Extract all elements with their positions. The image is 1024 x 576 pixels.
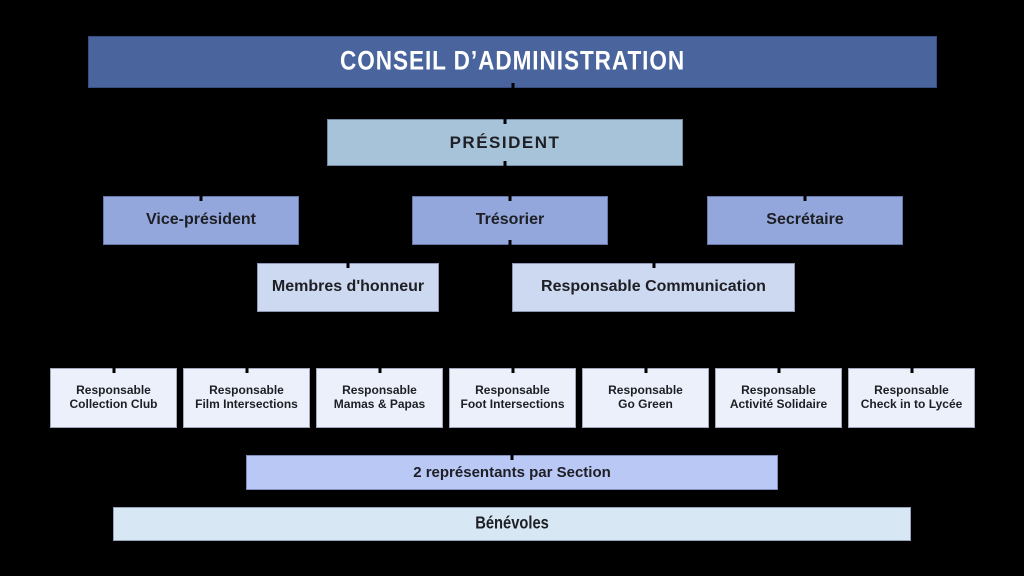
manager-role-label: Responsable [608, 383, 683, 398]
manager-go-green-box: Responsable Go Green [582, 368, 709, 428]
treasurer-label: Trésorier [475, 211, 545, 229]
manager-mamas-papas-box: Responsable Mamas & Papas [316, 368, 443, 428]
honorary-members-label: Membres d'honneur [271, 278, 425, 296]
president-box: PRÉSIDENT [327, 119, 683, 166]
volunteers-label: Bénévoles [475, 514, 549, 533]
manager-activity-label: Activité Solidaire [729, 397, 828, 411]
manager-activite-solidaire-box: Responsable Activité Solidaire [715, 368, 842, 428]
manager-activity-label: Film Intersections [195, 397, 298, 411]
manager-activity-label: Foot Intersections [460, 397, 565, 411]
manager-check-in-to-lycee-box: Responsable Check in to Lycée [848, 368, 975, 428]
communication-manager-label: Responsable Communication [541, 278, 766, 296]
treasurer-box: Trésorier [412, 196, 608, 245]
manager-activity-label: Collection Club [69, 397, 158, 411]
volunteers-box: Bénévoles [113, 507, 911, 541]
manager-role-label: Responsable [874, 383, 949, 398]
manager-foot-intersections-box: Responsable Foot Intersections [449, 368, 576, 428]
secretary-box: Secrétaire [707, 196, 903, 245]
communication-manager-box: Responsable Communication [512, 263, 795, 312]
manager-role-label: Responsable [475, 383, 550, 398]
board-title-banner: CONSEIL D’ADMINISTRATION [88, 36, 937, 88]
section-representatives-label: 2 représentants par Section [413, 463, 611, 481]
manager-activity-label: Go Green [618, 397, 673, 411]
manager-role-label: Responsable [342, 383, 417, 398]
manager-role-label: Responsable [76, 383, 151, 398]
board-title-label: CONSEIL D’ADMINISTRATION [339, 46, 686, 77]
vice-president-box: Vice-président [103, 196, 299, 245]
president-label: PRÉSIDENT [449, 132, 561, 152]
manager-role-label: Responsable [741, 383, 816, 398]
vice-president-label: Vice-président [146, 211, 256, 229]
manager-activity-label: Check in to Lycée [860, 397, 963, 411]
manager-film-intersections-box: Responsable Film Intersections [183, 368, 310, 428]
manager-activity-label: Mamas & Papas [333, 397, 426, 411]
secretary-label: Secrétaire [766, 211, 844, 229]
manager-role-label: Responsable [209, 383, 284, 398]
section-representatives-box: 2 représentants par Section [246, 455, 778, 490]
manager-collection-club-box: Responsable Collection Club [50, 368, 177, 428]
honorary-members-box: Membres d'honneur [257, 263, 439, 312]
